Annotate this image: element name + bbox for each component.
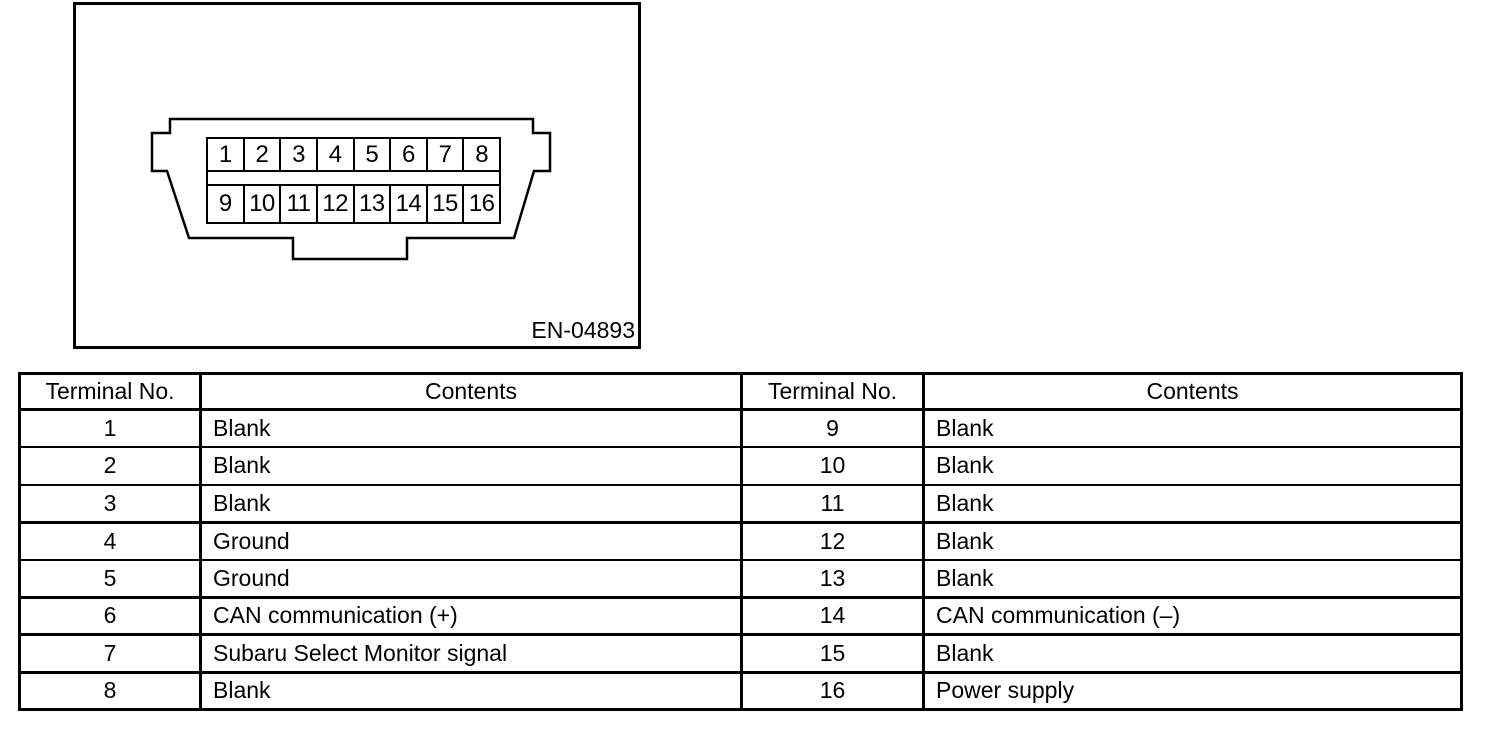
- contents-cell: Blank: [199, 446, 743, 486]
- terminal-number-cell: 3: [18, 483, 202, 524]
- contents-cell: Blank: [199, 671, 743, 711]
- terminal-number-cell: 9: [740, 408, 925, 448]
- pin-cell: 15: [428, 186, 465, 222]
- contents-cell: Blank: [922, 446, 1463, 486]
- terminal-number-cell: 16: [740, 671, 925, 711]
- terminal-number-cell: 5: [18, 558, 202, 599]
- header-terminal-no-left: Terminal No.: [18, 372, 202, 411]
- pin-cell: 5: [355, 139, 392, 170]
- table-header-row: Terminal No. Contents Terminal No. Conte…: [18, 372, 1463, 411]
- contents-cell: Blank: [922, 483, 1463, 524]
- pin-cell: 2: [245, 139, 282, 170]
- pin-cell: 10: [245, 186, 282, 222]
- contents-cell: Blank: [199, 408, 743, 448]
- contents-cell: Power supply: [922, 671, 1463, 711]
- header-contents-left: Contents: [199, 372, 743, 411]
- contents-cell: Blank: [922, 633, 1463, 674]
- terminal-number-cell: 15: [740, 633, 925, 674]
- contents-cell: CAN communication (–): [922, 596, 1463, 636]
- figure-id-label: EN-04893: [527, 317, 635, 345]
- pin-cell: 1: [208, 139, 245, 170]
- contents-cell: Blank: [922, 521, 1463, 561]
- pin-cell: 13: [355, 186, 392, 222]
- connector-outline-drawing: [150, 117, 552, 261]
- terminal-number-cell: 4: [18, 521, 202, 561]
- contents-cell: Blank: [922, 408, 1463, 448]
- terminal-table: Terminal No. Contents Terminal No. Conte…: [18, 372, 1463, 711]
- pin-cell: 12: [318, 186, 355, 222]
- pin-cell: 9: [208, 186, 245, 222]
- pin-cell: 3: [281, 139, 318, 170]
- pin-cell: 8: [475, 140, 489, 168]
- contents-cell: Subaru Select Monitor signal: [199, 633, 743, 674]
- pin-row-gap: [208, 170, 499, 186]
- contents-cell: Blank: [199, 483, 743, 524]
- connector-body-shape: [150, 117, 552, 261]
- header-terminal-no-right: Terminal No.: [740, 372, 925, 411]
- contents-cell: Blank: [922, 558, 1463, 599]
- terminal-number-cell: 12: [740, 521, 925, 561]
- header-contents-right: Contents: [922, 372, 1463, 411]
- terminal-number-cell: 10: [740, 446, 925, 486]
- terminal-number-cell: 13: [740, 558, 925, 599]
- pin-cell: 16: [468, 190, 495, 217]
- contents-cell: Ground: [199, 558, 743, 599]
- terminal-number-cell: 1: [18, 408, 202, 448]
- contents-cell: CAN communication (+): [199, 596, 743, 636]
- pin-cell: 7: [428, 139, 465, 170]
- terminal-number-cell: 11: [740, 483, 925, 524]
- terminal-number-cell: 7: [18, 633, 202, 674]
- pin-cell: 4: [318, 139, 355, 170]
- pin-cell: 14: [391, 186, 428, 222]
- pin-cell: 6: [391, 139, 428, 170]
- terminal-number-cell: 6: [18, 596, 202, 636]
- terminal-number-cell: 2: [18, 446, 202, 486]
- terminal-number-cell: 14: [740, 596, 925, 636]
- contents-cell: Ground: [199, 521, 743, 561]
- terminal-number-cell: 8: [18, 671, 202, 711]
- pin-cell: 11: [281, 186, 318, 222]
